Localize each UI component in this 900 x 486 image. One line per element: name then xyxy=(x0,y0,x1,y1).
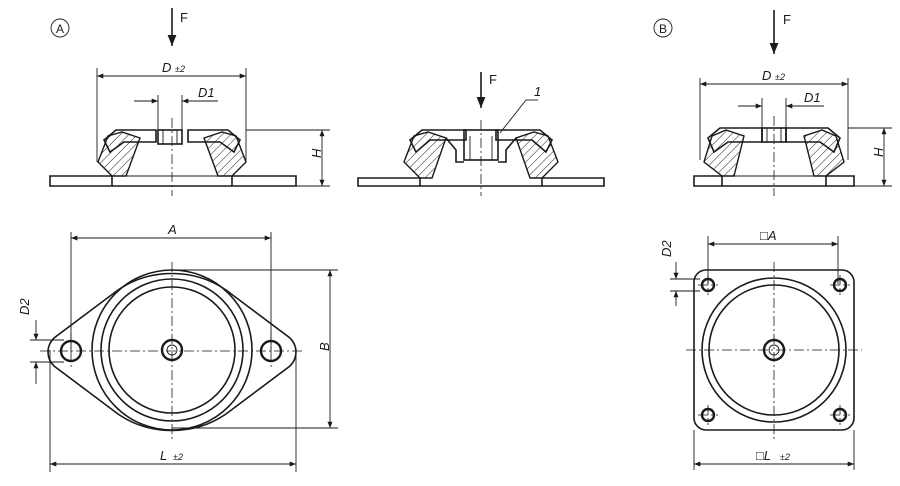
variant-a-marker: A xyxy=(50,18,70,38)
base-plate-right-a xyxy=(231,175,297,187)
dimension-h-label-b: H xyxy=(871,147,886,157)
dimension-d-tol-b: ±2 xyxy=(775,72,785,82)
dimension-sq-l-label: □L xyxy=(756,448,771,463)
dimension-d1-b: D1 xyxy=(738,90,824,130)
variant-b-section-view: B F D ±2 D1 H xyxy=(653,10,892,196)
dimension-d2-plan-b: D2 xyxy=(659,240,700,306)
dimension-d1-label-b: D1 xyxy=(804,90,821,105)
dimension-l-label-a: L xyxy=(160,448,167,463)
force-arrow-b: F xyxy=(769,10,791,54)
corner-holes-b xyxy=(698,275,850,425)
cap-left-a xyxy=(103,129,157,154)
dimension-l-plan: L ±2 xyxy=(49,350,297,472)
dimension-b-plan: B xyxy=(172,269,338,429)
variant-b-plan-view: □A D2 □L ±2 xyxy=(659,228,862,470)
variant-a-section-view: A F D ±2 D1 H xyxy=(49,8,330,196)
variant-a-marker-label: A xyxy=(56,22,64,36)
force-arrow-mid: F xyxy=(476,72,497,108)
dimension-h-a: H xyxy=(246,129,330,187)
rubber-section-left-a xyxy=(97,131,141,177)
variant-b-marker-label: B xyxy=(659,22,667,36)
callout-1-label: 1 xyxy=(534,84,541,99)
force-label-a: F xyxy=(180,10,188,25)
callout-1: 1 xyxy=(499,84,541,134)
dimension-d-a: D ±2 xyxy=(96,60,247,162)
dimension-d2-label-a: D2 xyxy=(17,298,32,315)
dimension-d1-label-a: D1 xyxy=(198,85,215,100)
variant-a-plan-view: A B D2 L ±2 xyxy=(17,222,338,472)
dimension-l-tol-b: ±2 xyxy=(780,452,790,462)
dimension-b-label: B xyxy=(317,342,332,351)
dimension-sq-l-plan: □L ±2 xyxy=(693,430,855,470)
dimension-d-tol-a: ±2 xyxy=(175,64,185,74)
dimension-h-b: H xyxy=(848,127,892,187)
dimension-d-b: D ±2 xyxy=(699,68,849,160)
dimension-d2-plan: D2 xyxy=(17,298,64,384)
variant-a-alt-section-view: F 1 xyxy=(357,72,605,196)
dimension-sq-a-plan: □A xyxy=(707,228,839,284)
base-outline-a xyxy=(47,272,297,432)
dimension-a-label: A xyxy=(167,222,177,237)
force-arrow-a: F xyxy=(167,8,188,46)
dimension-d2-label-b: D2 xyxy=(659,240,674,257)
base-plate-left-a xyxy=(49,175,113,187)
dimension-d1-a: D1 xyxy=(134,85,218,130)
dimension-h-label-a: H xyxy=(309,148,324,158)
variant-b-marker: B xyxy=(653,18,673,38)
force-label-mid: F xyxy=(489,72,497,87)
dimension-sq-a-label: □A xyxy=(760,228,777,243)
force-label-b: F xyxy=(783,12,791,27)
cap-right-a xyxy=(187,129,241,154)
dimension-l-tol-a: ±2 xyxy=(173,452,183,462)
dimension-d-label-b: D xyxy=(762,68,771,83)
threaded-insert-a xyxy=(157,129,183,145)
rubber-section-right-a xyxy=(203,131,247,177)
dimension-a-plan: A xyxy=(70,222,272,352)
outer-rubber-circle-b xyxy=(701,277,847,423)
rubber-section-right-mid xyxy=(515,131,559,179)
dimension-d-label-a: D xyxy=(162,60,171,75)
rubber-section-left-mid xyxy=(403,131,447,179)
